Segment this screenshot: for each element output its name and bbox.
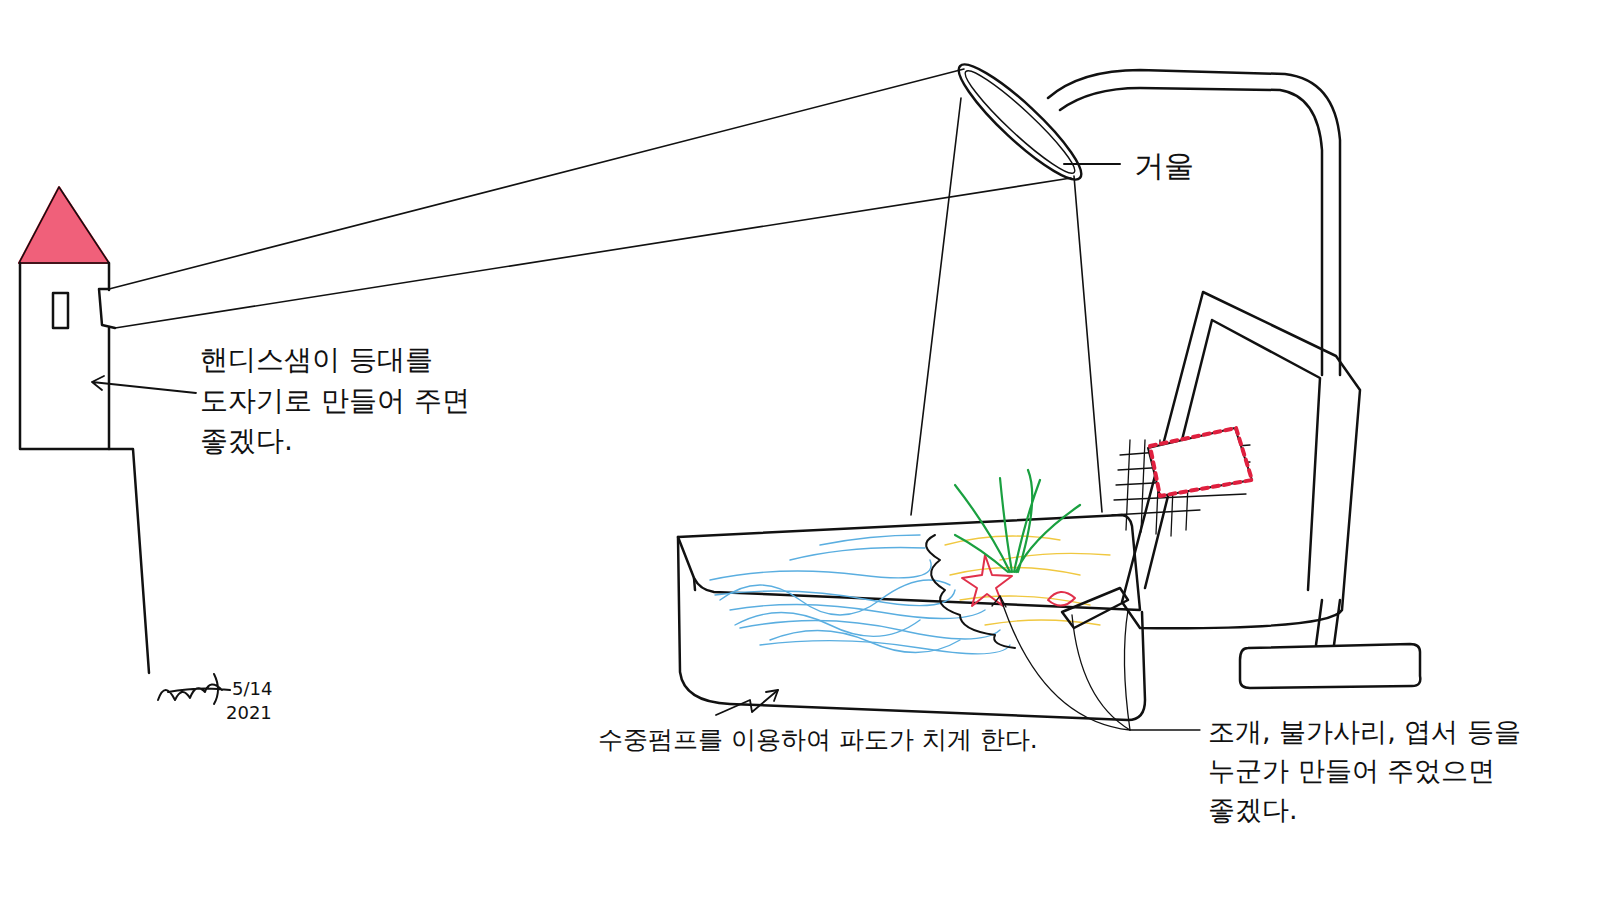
mirror-label: 거울 (1134, 144, 1254, 188)
date-text: 5/14 (232, 676, 312, 702)
shell (1048, 592, 1075, 606)
display-frame (1112, 292, 1360, 628)
postcard-small (1062, 588, 1128, 628)
postcard (1148, 428, 1252, 496)
leader-line (1064, 163, 1120, 165)
lighthouse (19, 187, 149, 673)
shoreline (926, 535, 1015, 648)
signature (158, 674, 230, 704)
leader-line (992, 596, 1200, 730)
note-text: 수중펌프를 이용하여 파도가 치게 한다. (598, 722, 1038, 758)
sand (945, 536, 1110, 625)
sand-tray (678, 515, 1145, 720)
lamp-stand (1048, 70, 1420, 688)
note-text: 조개, 불가사리, 엽서 등을 누군가 만들어 주었으면 좋겠다. (1208, 712, 1553, 829)
note-text: 핸디스샘이 등대를 도자기로 만들어 주면 좋겠다. (200, 340, 500, 462)
light-beam (109, 69, 964, 289)
mirror (948, 53, 1092, 191)
water (710, 535, 1010, 654)
date-text: 2021 (226, 700, 306, 726)
leader-line (716, 690, 778, 715)
reflected-light (911, 98, 961, 515)
grass (955, 470, 1080, 572)
leader-line (92, 376, 196, 393)
